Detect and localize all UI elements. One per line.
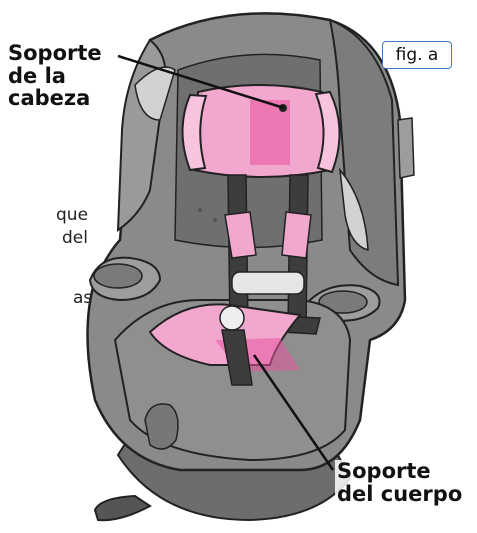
cropped-text-fragment-3: as (73, 288, 93, 308)
head-support-line-2: de la (8, 63, 66, 88)
body-support-line-2: del cuerpo (337, 481, 463, 506)
figure-tag: fig. a (382, 41, 452, 69)
body-support-cushion (148, 303, 302, 386)
head-support-line-1: Soporte (8, 41, 102, 65)
body-support-callout: Soporte del cuerpo (335, 459, 465, 506)
head-support-cushion (181, 84, 341, 178)
body-support-line-1: Soporte (337, 459, 431, 483)
head-support-callout: Soporte de la cabeza (6, 41, 104, 111)
head-support-line-3: cabeza (8, 86, 91, 111)
cropped-text-fragment-1: que (56, 205, 89, 225)
cropped-text-fragment-2: del (62, 228, 88, 248)
callout-leader-lines (117, 54, 335, 471)
